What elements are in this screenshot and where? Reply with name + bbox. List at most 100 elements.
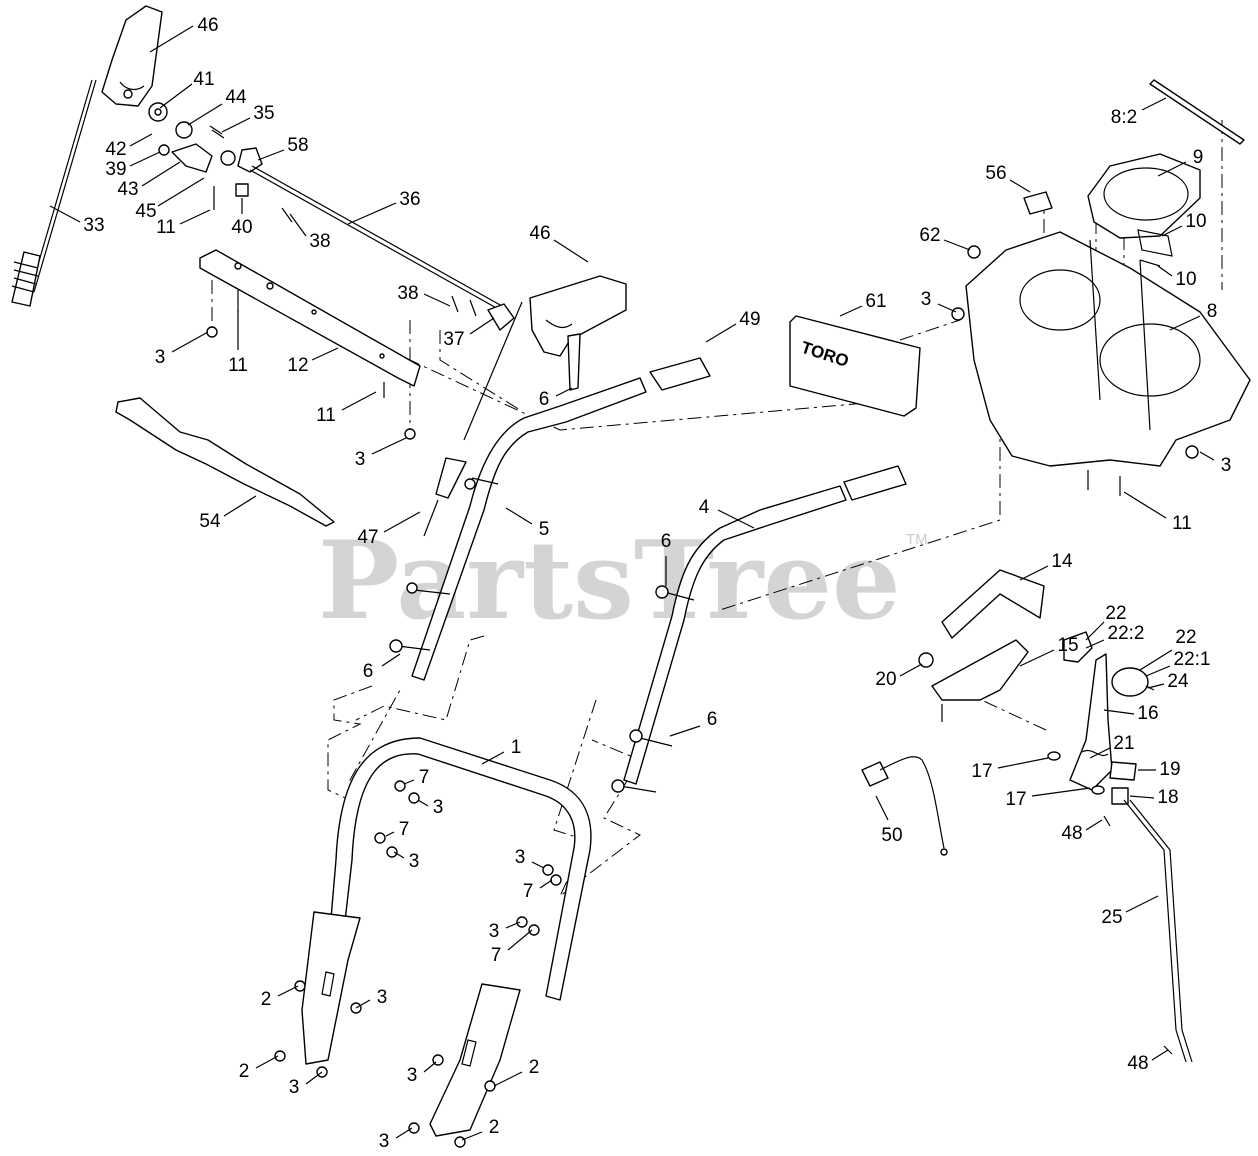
callout-label-c-43[interactable]: 43 bbox=[117, 179, 138, 200]
callout-label-c-22-1[interactable]: 22:1 bbox=[1174, 649, 1211, 670]
callout-leader-c-25 bbox=[1125, 895, 1159, 913]
callout-label-c-10a[interactable]: 10 bbox=[1185, 211, 1206, 232]
callout-label-c-21[interactable]: 21 bbox=[1113, 733, 1134, 754]
callout-label-c-15[interactable]: 15 bbox=[1057, 635, 1078, 656]
callout-label-c-3d[interactable]: 3 bbox=[409, 851, 420, 872]
callout-label-c-42[interactable]: 42 bbox=[105, 139, 126, 160]
dash-panel bbox=[965, 231, 1251, 467]
callout-label-c-3c[interactable]: 3 bbox=[433, 797, 444, 818]
callout-label-c-19[interactable]: 19 bbox=[1159, 759, 1180, 780]
callout-label-c-9[interactable]: 9 bbox=[1193, 147, 1204, 168]
scraper-tool bbox=[115, 397, 335, 527]
callout-label-c-54[interactable]: 54 bbox=[199, 511, 221, 532]
callout-label-c-50[interactable]: 50 bbox=[881, 825, 902, 846]
callout-label-c-25[interactable]: 25 bbox=[1101, 907, 1122, 928]
callout-label-c-11a[interactable]: 11 bbox=[156, 217, 176, 238]
callout-label-c-41[interactable]: 41 bbox=[193, 69, 214, 90]
callout-label-c-22b[interactable]: 22 bbox=[1175, 627, 1196, 648]
callout-label-c-8-2[interactable]: 8:2 bbox=[1111, 107, 1137, 128]
callout-label-c-3f[interactable]: 3 bbox=[489, 921, 500, 942]
callout-leader-c-6c bbox=[381, 653, 401, 667]
callout-label-c-49[interactable]: 49 bbox=[739, 309, 760, 330]
callout-label-c-3l[interactable]: 3 bbox=[1221, 455, 1232, 476]
callout-label-c-47[interactable]: 47 bbox=[357, 527, 378, 548]
callout-leader-c-58 bbox=[257, 149, 285, 161]
callout-label-c-6b[interactable]: 6 bbox=[661, 531, 672, 552]
callout-leader-c-41 bbox=[159, 83, 193, 109]
callout-label-c-2c[interactable]: 2 bbox=[529, 1057, 540, 1078]
callout-label-c-35[interactable]: 35 bbox=[253, 103, 274, 124]
callout-label-c-11b[interactable]: 11 bbox=[228, 355, 248, 376]
callout-label-c-6a[interactable]: 6 bbox=[539, 389, 550, 410]
callout-leader-c-7b bbox=[385, 831, 395, 837]
callout-label-c-3j[interactable]: 3 bbox=[379, 1131, 390, 1152]
callout-label-c-11c[interactable]: 11 bbox=[316, 405, 336, 426]
callout-label-c-22-2[interactable]: 22:2 bbox=[1108, 623, 1145, 644]
callout-label-c-10b[interactable]: 10 bbox=[1175, 269, 1196, 290]
callout-label-c-14[interactable]: 14 bbox=[1051, 551, 1073, 572]
callout-leader-c-56 bbox=[1009, 179, 1031, 193]
callout-label-c-48a[interactable]: 48 bbox=[1061, 823, 1082, 844]
callout-label-c-24[interactable]: 24 bbox=[1167, 671, 1189, 692]
callout-label-c-46b[interactable]: 46 bbox=[529, 223, 550, 244]
callout-label-c-61[interactable]: 61 bbox=[865, 291, 886, 312]
callout-label-c-7d[interactable]: 7 bbox=[491, 945, 502, 966]
callout-label-c-2a[interactable]: 2 bbox=[261, 989, 272, 1010]
shift-guide bbox=[941, 569, 1045, 639]
callout-label-c-12[interactable]: 12 bbox=[287, 355, 308, 376]
callout-label-c-8[interactable]: 8 bbox=[1207, 301, 1218, 322]
callout-label-c-7b[interactable]: 7 bbox=[399, 819, 410, 840]
callout-label-c-1[interactable]: 1 bbox=[511, 737, 522, 758]
callout-label-c-7c[interactable]: 7 bbox=[523, 881, 534, 902]
callout-label-c-56[interactable]: 56 bbox=[985, 163, 1006, 184]
callout-label-c-38a[interactable]: 38 bbox=[309, 231, 330, 252]
washer-3 bbox=[951, 307, 965, 321]
callout-label-c-20[interactable]: 20 bbox=[875, 669, 896, 690]
callout-leader-c-8-2 bbox=[1141, 97, 1167, 111]
callout-label-c-33[interactable]: 33 bbox=[83, 215, 104, 236]
callout-label-c-5[interactable]: 5 bbox=[539, 519, 550, 540]
callout-label-c-2b[interactable]: 2 bbox=[239, 1061, 250, 1082]
callout-label-c-48b[interactable]: 48 bbox=[1127, 1053, 1148, 1074]
callout-label-c-7a[interactable]: 7 bbox=[419, 767, 430, 788]
callout-label-c-46a[interactable]: 46 bbox=[197, 15, 218, 36]
callout-leader-c-3f bbox=[505, 921, 521, 929]
callout-label-c-3b[interactable]: 3 bbox=[355, 449, 366, 470]
callout-label-c-6d[interactable]: 6 bbox=[707, 709, 718, 730]
callout-leader-c-37 bbox=[469, 317, 495, 335]
callout-label-c-3h[interactable]: 3 bbox=[289, 1077, 300, 1098]
callout-leader-c-3a bbox=[171, 331, 209, 353]
callout-label-c-6c[interactable]: 6 bbox=[363, 661, 374, 682]
callout-label-c-18[interactable]: 18 bbox=[1157, 787, 1178, 808]
panel-bolts bbox=[1087, 470, 1121, 496]
callout-label-c-3a[interactable]: 3 bbox=[155, 347, 166, 368]
callout-label-c-17b[interactable]: 17 bbox=[1005, 789, 1026, 810]
shift-rod-25 bbox=[1123, 799, 1193, 1063]
callout-label-c-16[interactable]: 16 bbox=[1137, 703, 1158, 724]
callout-label-c-4[interactable]: 4 bbox=[699, 497, 710, 518]
callout-label-c-45[interactable]: 45 bbox=[135, 201, 156, 222]
callout-label-c-38b[interactable]: 38 bbox=[397, 283, 418, 304]
callout-label-c-58[interactable]: 58 bbox=[287, 135, 308, 156]
callout-label-c-3e[interactable]: 3 bbox=[515, 847, 526, 868]
callout-leader-c-35 bbox=[221, 117, 251, 133]
callout-leader-c-3d bbox=[393, 851, 405, 859]
callout-label-c-3i[interactable]: 3 bbox=[407, 1065, 418, 1086]
callout-label-c-2d[interactable]: 2 bbox=[489, 1117, 500, 1138]
callout-label-c-17a[interactable]: 17 bbox=[971, 761, 992, 782]
callout-label-c-11d[interactable]: 11 bbox=[1172, 513, 1192, 534]
callout-leader-c-47 bbox=[383, 511, 421, 533]
callout-label-c-44[interactable]: 44 bbox=[225, 87, 247, 108]
callout-label-c-22a[interactable]: 22 bbox=[1105, 603, 1126, 624]
callout-label-c-39[interactable]: 39 bbox=[105, 159, 126, 180]
callout-label-c-36[interactable]: 36 bbox=[399, 189, 420, 210]
callout-label-c-3g[interactable]: 3 bbox=[377, 987, 388, 1008]
callout-leader-c-50 bbox=[875, 795, 889, 821]
callout-label-c-62[interactable]: 62 bbox=[919, 225, 940, 246]
callout-leader-c-43 bbox=[141, 161, 181, 187]
callout-label-c-37[interactable]: 37 bbox=[443, 329, 464, 350]
callout-label-c-3k[interactable]: 3 bbox=[921, 289, 932, 310]
callout-label-c-40[interactable]: 40 bbox=[231, 217, 252, 238]
callout-leader-c-6d bbox=[669, 725, 701, 737]
